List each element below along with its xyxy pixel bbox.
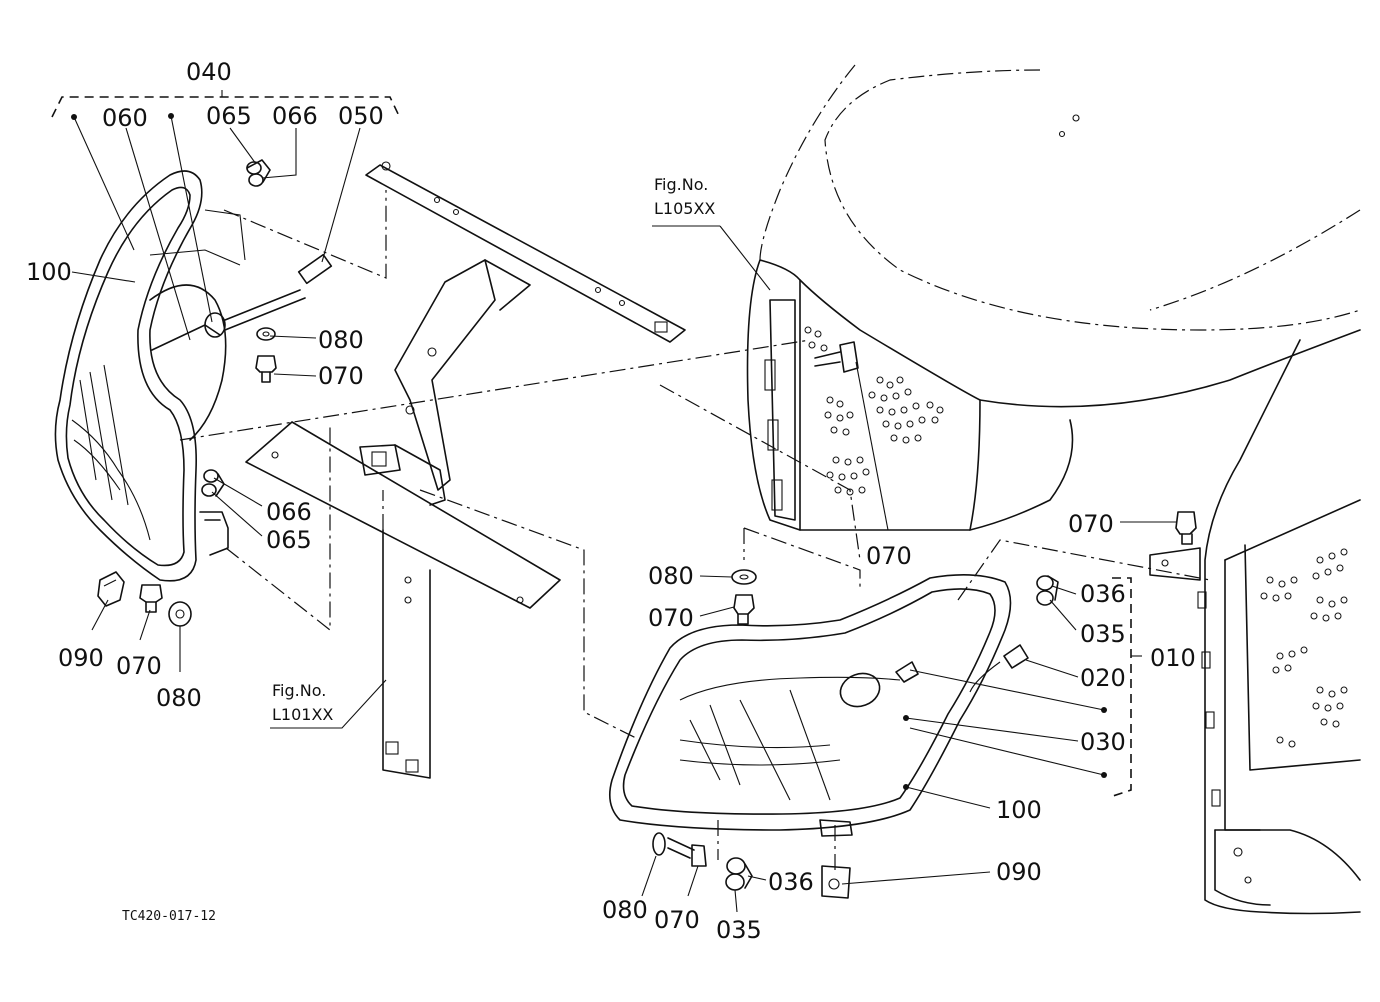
part-label-066: 066 (272, 102, 318, 130)
figure-ref-l105-line2: L105XX (654, 199, 715, 218)
part-label-100: 100 (26, 258, 72, 286)
part-label-080: 080 (602, 896, 648, 924)
part-label-070: 070 (654, 906, 700, 934)
part-labels: 040 060 065 066 050 100 080 070 066 065 … (26, 58, 1196, 944)
part-label-100: 100 (996, 796, 1042, 824)
bracket-040-group-line (51, 96, 401, 119)
hood-body (746, 64, 1361, 915)
bracket-010-group-line (1109, 577, 1132, 798)
part-label-040: 040 (186, 58, 232, 86)
part-label-070: 070 (116, 652, 162, 680)
part-label-035: 035 (716, 916, 762, 944)
grille-vents (804, 326, 1348, 748)
right-headlamp-assembly (609, 341, 1197, 899)
part-label-050: 050 (338, 102, 384, 130)
part-label-035: 035 (1080, 620, 1126, 648)
center-brackets (245, 161, 686, 779)
part-label-070: 070 (318, 362, 364, 390)
part-label-066: 066 (266, 498, 312, 526)
figure-ref-l101-line2: L101XX (272, 705, 333, 724)
part-label-020: 020 (1080, 664, 1126, 692)
part-label-036: 036 (768, 868, 814, 896)
part-label-070: 070 (648, 604, 694, 632)
figure-ref-l101-line1: Fig.No. (272, 681, 326, 700)
part-label-070: 070 (866, 542, 912, 570)
part-label-070: 070 (1068, 510, 1114, 538)
figure-references: Fig.No. L105XX Fig.No. L101XX (272, 175, 715, 724)
part-label-030: 030 (1080, 728, 1126, 756)
part-label-036: 036 (1080, 580, 1126, 608)
part-label-080: 080 (318, 326, 364, 354)
drawing-code: TC420-017-12 (122, 909, 216, 924)
leader-lines (71, 115, 1176, 913)
part-label-080: 080 (156, 684, 202, 712)
part-label-010: 010 (1150, 644, 1196, 672)
figure-ref-l105-line1: Fig.No. (654, 175, 708, 194)
part-label-065: 065 (206, 102, 252, 130)
phantom-lines (179, 190, 1211, 870)
part-label-090: 090 (996, 858, 1042, 886)
part-label-060: 060 (102, 104, 148, 132)
part-label-090: 090 (58, 644, 104, 672)
part-label-080: 080 (648, 562, 694, 590)
part-label-065: 065 (266, 526, 312, 554)
